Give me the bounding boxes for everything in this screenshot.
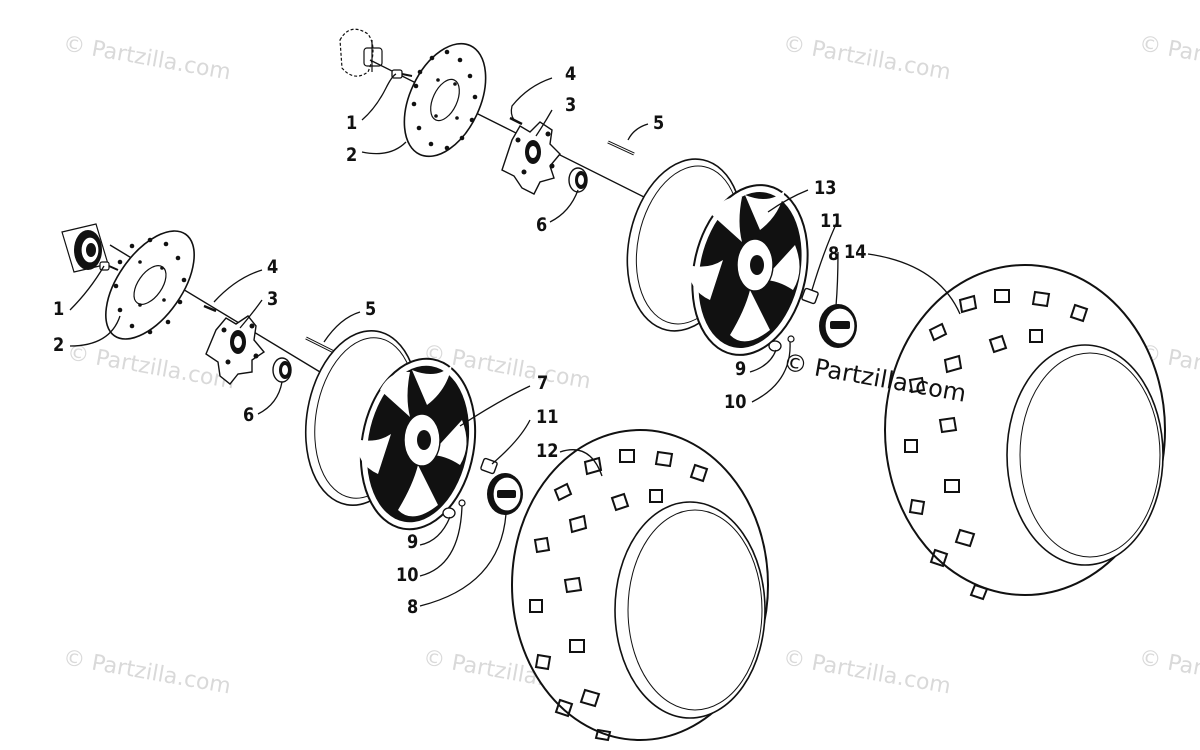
lower-center-cap xyxy=(487,473,523,515)
callout-upper-13: 13 xyxy=(813,177,837,199)
callout-upper-10: 10 xyxy=(723,391,747,413)
upper-brake-disc xyxy=(403,42,487,158)
callout-upper-1: 1 xyxy=(345,112,358,134)
upper-castle-nut xyxy=(568,167,588,193)
callout-upper-2: 2 xyxy=(345,144,358,166)
callout-lower-4: 4 xyxy=(266,256,279,278)
upper-cotter-pin xyxy=(607,140,635,156)
callout-upper-5: 5 xyxy=(652,112,665,134)
upper-lug-nut xyxy=(801,287,819,305)
callout-upper-8: 8 xyxy=(827,243,840,265)
callout-lower-6: 6 xyxy=(242,404,255,426)
callout-lower-1: 1 xyxy=(52,298,65,320)
upper-tire xyxy=(884,264,1166,601)
lower-castle-nut xyxy=(272,357,292,383)
upper-rim xyxy=(626,158,809,356)
lower-tire xyxy=(511,429,769,742)
lower-bearing-housing xyxy=(61,223,109,273)
callout-upper-11: 11 xyxy=(819,210,843,232)
callout-upper-3: 3 xyxy=(564,94,577,116)
upper-knuckle xyxy=(339,28,383,77)
lower-valve-stem xyxy=(442,499,466,519)
lower-hub xyxy=(205,315,266,385)
callout-lower-3: 3 xyxy=(266,288,279,310)
upper-valve-stem xyxy=(768,335,795,352)
callout-lower-8: 8 xyxy=(406,596,419,618)
callout-lower-9: 9 xyxy=(406,531,419,553)
callout-lower-11: 11 xyxy=(535,406,559,428)
callout-lower-10: 10 xyxy=(395,564,419,586)
callout-lower-5: 5 xyxy=(364,298,377,320)
upper-stud xyxy=(509,116,523,126)
lower-cotter-pin xyxy=(305,336,335,354)
lower-stud xyxy=(203,304,217,313)
callout-upper-9: 9 xyxy=(734,358,747,380)
upper-hub xyxy=(501,121,561,195)
lower-lug-nut xyxy=(480,457,498,475)
callout-upper-6: 6 xyxy=(535,214,548,236)
callout-upper-4: 4 xyxy=(564,63,577,85)
lower-brake-disc xyxy=(105,230,195,340)
upper-bolt xyxy=(391,69,413,79)
callout-lower-7: 7 xyxy=(536,372,549,394)
upper-center-cap xyxy=(819,304,857,348)
leader-lines xyxy=(69,73,961,607)
callout-lower-12: 12 xyxy=(535,440,559,462)
callout-lower-2: 2 xyxy=(52,334,65,356)
callout-upper-14: 14 xyxy=(843,241,867,263)
lower-rim xyxy=(304,330,477,531)
